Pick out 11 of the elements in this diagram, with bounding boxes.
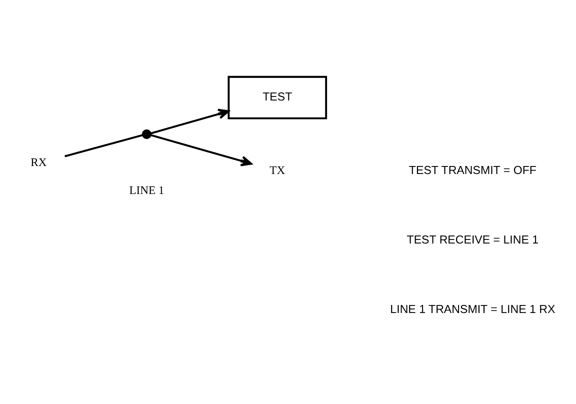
node-box: TEST	[228, 76, 328, 120]
label: TEST TRANSMIT = OFF	[408, 164, 536, 177]
arrow	[150, 134, 252, 166]
node-circle	[142, 129, 152, 140]
label: LINE 1	[129, 184, 164, 198]
label: LINE 1 TRANSMIT = LINE 1 RX	[390, 304, 556, 316]
node-text: RX	[30, 156, 47, 170]
node-text: TX	[270, 164, 286, 177]
connector	[64, 134, 143, 158]
arrow	[150, 108, 230, 134]
label: TEST RECEIVE = LINE 1	[406, 234, 539, 246]
